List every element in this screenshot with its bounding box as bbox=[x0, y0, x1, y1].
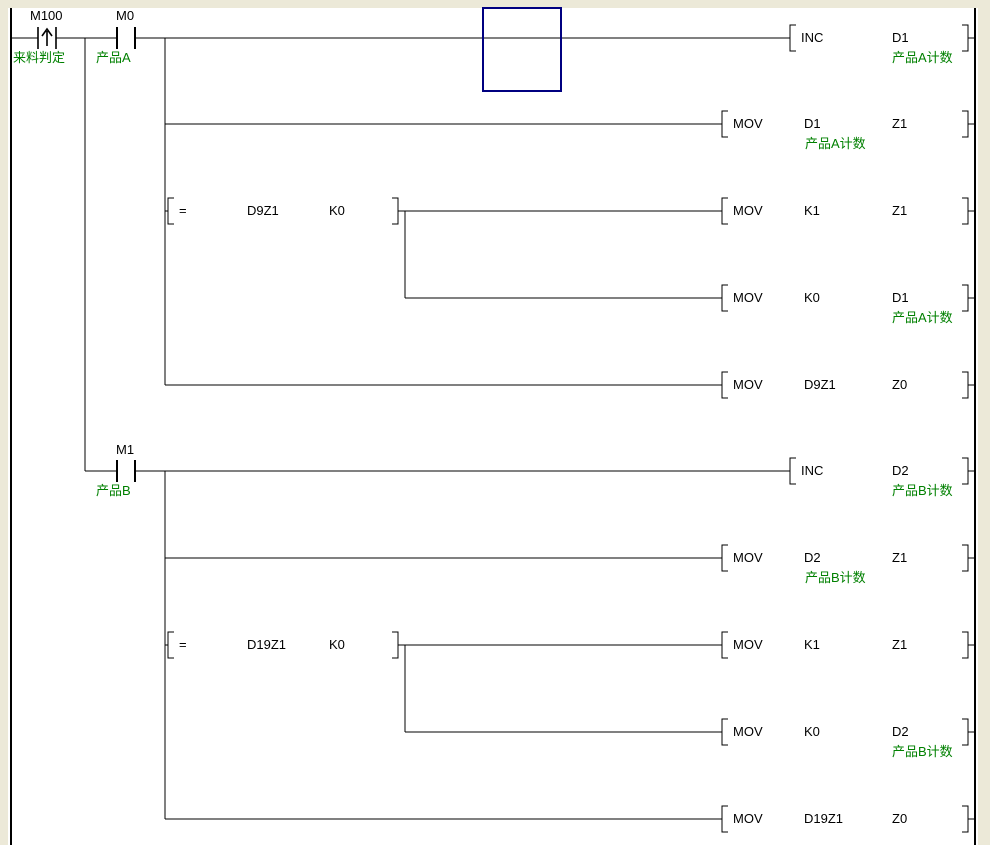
contact-m1[interactable] bbox=[116, 460, 136, 482]
compare-a-arg1[interactable]: D9Z1 bbox=[247, 203, 279, 218]
contact-bars bbox=[37, 27, 57, 49]
mov-k1-z1-b-src[interactable]: K1 bbox=[804, 637, 820, 652]
mov-d1-z1-brackets[interactable] bbox=[721, 110, 969, 138]
mov-d9z1-z0-mnemonic[interactable]: MOV bbox=[733, 377, 763, 392]
mov-k0-d1-src[interactable]: K0 bbox=[804, 290, 820, 305]
inc-b-operand[interactable]: D2 bbox=[892, 463, 909, 478]
comment-m1: 产品B bbox=[96, 483, 131, 498]
mov-k0-d1-brackets[interactable] bbox=[721, 284, 969, 312]
mov-d19z1-z0-src[interactable]: D19Z1 bbox=[804, 811, 844, 826]
mov-k0-d2-src[interactable]: K0 bbox=[804, 724, 820, 739]
mov-k0-d2-mnemonic[interactable]: MOV bbox=[733, 724, 763, 739]
mov-d2-z1-dst[interactable]: Z1 bbox=[892, 550, 908, 565]
compare-a-op[interactable]: = bbox=[179, 203, 187, 218]
inc-b-operand-comment: 产品B计数 bbox=[892, 483, 953, 498]
mov-k0-d1-dst[interactable]: D1 bbox=[892, 290, 909, 305]
mov-d2-z1-src[interactable]: D2 bbox=[804, 550, 821, 565]
compare-b-arg2[interactable]: K0 bbox=[329, 637, 345, 652]
mov-k1-z1-a-brackets[interactable] bbox=[721, 197, 969, 225]
inc-a-operand-comment: 产品A计数 bbox=[892, 50, 953, 65]
contact-m100[interactable] bbox=[37, 27, 57, 49]
contact-m0[interactable] bbox=[116, 27, 136, 49]
mov-d1-z1-dst[interactable]: Z1 bbox=[892, 116, 908, 131]
inc-b-mnemonic[interactable]: INC bbox=[801, 463, 824, 478]
inc-a-operand[interactable]: D1 bbox=[892, 30, 909, 45]
mov-k0-d2-brackets[interactable] bbox=[721, 718, 969, 746]
inc-b-brackets[interactable] bbox=[789, 457, 969, 485]
compare-b-op[interactable]: = bbox=[179, 637, 187, 652]
device-m1[interactable]: M1 bbox=[116, 442, 135, 457]
inc-a-brackets[interactable] bbox=[789, 24, 969, 52]
mov-k1-z1-a-src[interactable]: K1 bbox=[804, 203, 820, 218]
mov-d2-z1-brackets[interactable] bbox=[721, 544, 969, 572]
mov-d1-z1-src-comment: 产品A计数 bbox=[805, 136, 866, 151]
device-m100[interactable]: M100 bbox=[30, 8, 63, 23]
mov-k1-z1-b-dst[interactable]: Z1 bbox=[892, 637, 908, 652]
compare-a-brackets[interactable] bbox=[167, 197, 399, 225]
contact-bars bbox=[116, 27, 136, 49]
contact-bars bbox=[116, 460, 136, 482]
mov-d2-z1-mnemonic[interactable]: MOV bbox=[733, 550, 763, 565]
mov-k0-d1-mnemonic[interactable]: MOV bbox=[733, 290, 763, 305]
mov-d9z1-z0-src[interactable]: D9Z1 bbox=[804, 377, 836, 392]
mov-k1-z1-b-brackets[interactable] bbox=[721, 631, 969, 659]
rising-edge-arrow-icon bbox=[41, 27, 53, 46]
mov-d1-z1-mnemonic[interactable]: MOV bbox=[733, 116, 763, 131]
mov-d19z1-z0-mnemonic[interactable]: MOV bbox=[733, 811, 763, 826]
ladder-canvas[interactable] bbox=[8, 8, 978, 845]
wire-network bbox=[11, 37, 975, 820]
edit-cursor[interactable] bbox=[482, 7, 562, 92]
mov-d19z1-z0-brackets[interactable] bbox=[721, 805, 969, 833]
mov-k1-z1-a-dst[interactable]: Z1 bbox=[892, 203, 908, 218]
inc-a-mnemonic[interactable]: INC bbox=[801, 30, 824, 45]
power-rails bbox=[10, 8, 976, 845]
device-m0[interactable]: M0 bbox=[116, 8, 135, 23]
mov-k1-z1-b-mnemonic[interactable]: MOV bbox=[733, 637, 763, 652]
mov-d9z1-z0-dst[interactable]: Z0 bbox=[892, 377, 908, 392]
comment-m100: 来料判定 bbox=[13, 50, 66, 65]
mov-k1-z1-a-mnemonic[interactable]: MOV bbox=[733, 203, 763, 218]
comment-m0: 产品A bbox=[96, 50, 131, 65]
mov-d19z1-z0-dst[interactable]: Z0 bbox=[892, 811, 908, 826]
mov-k0-d2-dst[interactable]: D2 bbox=[892, 724, 909, 739]
compare-b-arg1[interactable]: D19Z1 bbox=[247, 637, 287, 652]
mov-k0-d1-dst-comment: 产品A计数 bbox=[892, 310, 953, 325]
mov-k0-d2-dst-comment: 产品B计数 bbox=[892, 744, 953, 759]
mov-d2-z1-src-comment: 产品B计数 bbox=[805, 570, 866, 585]
compare-a-arg2[interactable]: K0 bbox=[329, 203, 345, 218]
mov-d9z1-z0-brackets[interactable] bbox=[721, 371, 969, 399]
compare-b-brackets[interactable] bbox=[167, 631, 399, 659]
mov-d1-z1-src[interactable]: D1 bbox=[804, 116, 821, 131]
